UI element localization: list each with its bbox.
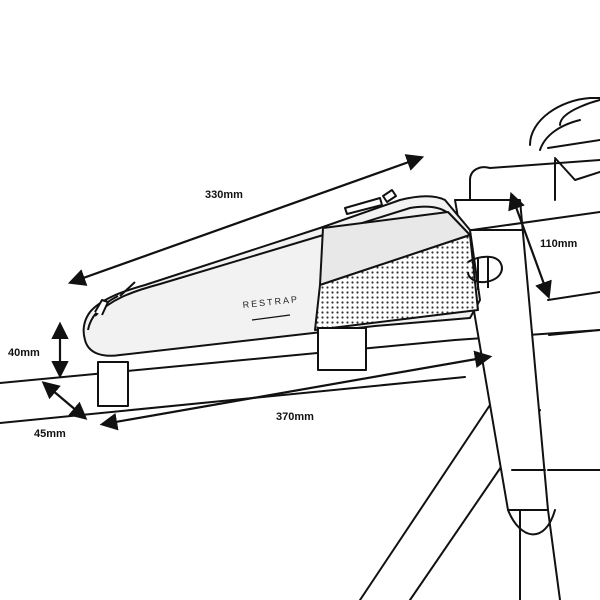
handlebar-clamp bbox=[559, 99, 600, 126]
label-bottom-length: 370mm bbox=[276, 411, 314, 423]
top-tube-lower bbox=[0, 376, 466, 424]
label-top-length: 330mm bbox=[205, 189, 243, 201]
arrow-bottom-length bbox=[99, 350, 493, 431]
arrow-top-length bbox=[67, 154, 425, 286]
zipper-pull-rear bbox=[94, 299, 109, 316]
dimension-arrows bbox=[41, 154, 552, 431]
stem bbox=[469, 159, 600, 201]
fork bbox=[507, 509, 556, 536]
label-height-front: 110mm bbox=[540, 238, 578, 250]
arrow-height-front bbox=[508, 191, 552, 300]
light-mount bbox=[529, 97, 600, 146]
front-velcro-strap bbox=[317, 327, 367, 371]
stem-strap bbox=[467, 255, 503, 284]
arrow-width bbox=[41, 381, 88, 420]
label-width: 45mm bbox=[34, 428, 66, 440]
rear-velcro-strap bbox=[97, 361, 129, 407]
down-tube bbox=[359, 389, 501, 600]
label-height-rear: 40mm bbox=[8, 347, 40, 359]
